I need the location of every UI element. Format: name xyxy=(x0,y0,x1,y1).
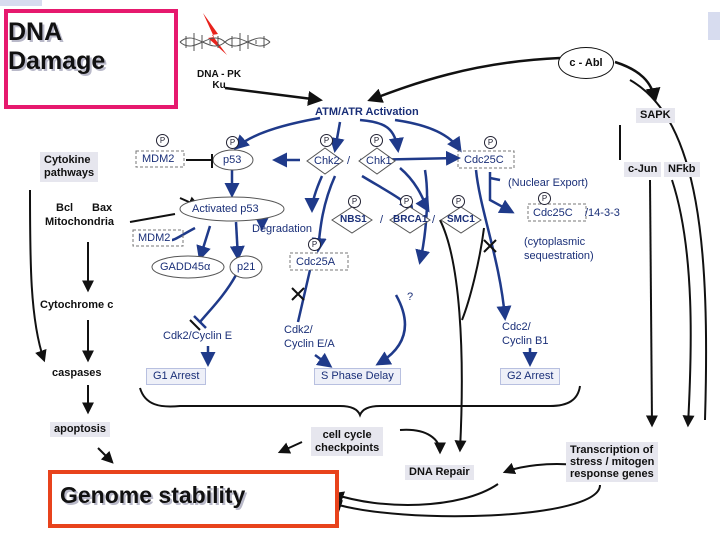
dna-repair-node: DNA Repair xyxy=(405,465,474,480)
nuclear-export-label: (Nuclear Export) xyxy=(508,177,589,189)
smc1-node: SMC1 xyxy=(447,214,475,225)
phospho-marker: P xyxy=(400,195,413,208)
p53-node: p53 xyxy=(223,154,242,166)
brca1-node: BRCA1 xyxy=(393,214,428,225)
gadd45a-ellipse xyxy=(151,255,225,279)
p21-ellipse xyxy=(229,255,263,279)
bcl-label: Bcl xyxy=(56,202,74,214)
cabl-node: c - Abl xyxy=(558,47,614,79)
chk-separator: / xyxy=(347,155,351,167)
corner-decoration xyxy=(708,12,720,40)
chk1-node: Chk1 xyxy=(366,155,392,167)
cdk2-cyclin-ea-node: Cdk2/Cyclin E/A xyxy=(284,324,335,351)
phospho-marker: P xyxy=(484,136,497,149)
cdc25a-box xyxy=(289,252,349,271)
cytochrome-c-label: Cytochrome c xyxy=(40,299,114,311)
p21-node: p21 xyxy=(237,261,256,273)
atm-atr-activation: ATM/ATR Activation xyxy=(315,106,419,118)
gadd45a-node: GADD45α xyxy=(160,261,211,273)
mdm2-top-box xyxy=(135,150,185,168)
cdc25c-top-node: Cdc25C xyxy=(464,154,504,166)
mdm2-low-box xyxy=(132,229,184,247)
nfkb-node: NFkb xyxy=(664,162,700,177)
nbs1-brca1-separator: / xyxy=(380,214,384,226)
mdm2-low-node: MDM2 xyxy=(138,232,171,244)
phospho-marker: P xyxy=(156,134,169,147)
phospho-marker: P xyxy=(452,195,465,208)
bax-label: Bax xyxy=(92,202,113,214)
cdc2-cyclin-b1-node: Cdc2/Cyclin B1 xyxy=(502,321,549,348)
chk2-node: Chk2 xyxy=(314,155,340,167)
genome-stability-title: Genome stability xyxy=(60,482,246,508)
question-mark: ? xyxy=(407,291,414,303)
phospho-marker: P xyxy=(348,195,361,208)
chk2-diamond xyxy=(306,147,344,175)
brca1-smc1-separator: / xyxy=(432,214,436,226)
cdc25c-top-box xyxy=(457,150,515,169)
phospho-marker: P xyxy=(320,134,333,147)
smc1-diamond xyxy=(440,206,482,234)
mdm2-top-node: MDM2 xyxy=(142,153,175,165)
degradation-label: Degradation xyxy=(252,223,312,235)
genome-stability-box xyxy=(48,470,339,528)
cdc25c-1433-suffix: /14-3-3 xyxy=(585,207,620,219)
cdc25c-1433-box xyxy=(527,203,587,222)
dna-helix-icon xyxy=(179,33,271,51)
brca1-diamond xyxy=(389,206,431,234)
nbs1-diamond xyxy=(331,206,373,234)
g2-arrest-box: G2 Arrest xyxy=(500,368,561,385)
cdc25a-node: Cdc25A xyxy=(296,256,336,268)
cdc25c-1433-node: Cdc25C xyxy=(533,207,573,219)
caspases-label: caspases xyxy=(52,367,102,379)
cdk2-cyclin-e-node: Cdk2/Cyclin E xyxy=(163,330,233,342)
dna-damage-title: DNA Damage xyxy=(8,18,106,75)
g1-arrest-box: G1 Arrest xyxy=(146,368,207,385)
apoptosis-node: apoptosis xyxy=(50,422,110,437)
dna-damage-box xyxy=(4,9,178,109)
s-phase-delay-box: S Phase Delay xyxy=(314,368,401,385)
phospho-marker: P xyxy=(538,192,551,205)
activated-p53-ellipse xyxy=(179,196,285,222)
phospho-marker: P xyxy=(370,134,383,147)
chk1-diamond xyxy=(358,147,396,175)
lightning-bolt-icon xyxy=(203,13,227,55)
corner-decoration xyxy=(0,0,42,6)
cjun-node: c-Jun xyxy=(624,162,662,177)
phospho-marker: P xyxy=(308,238,321,251)
mitochondria-label: Mitochondria xyxy=(45,216,115,228)
nbs1-node: NBS1 xyxy=(340,214,367,225)
phospho-marker: P xyxy=(226,136,239,149)
sapk-node: SAPK xyxy=(636,108,675,123)
activated-p53-node: Activated p53 xyxy=(192,203,259,215)
